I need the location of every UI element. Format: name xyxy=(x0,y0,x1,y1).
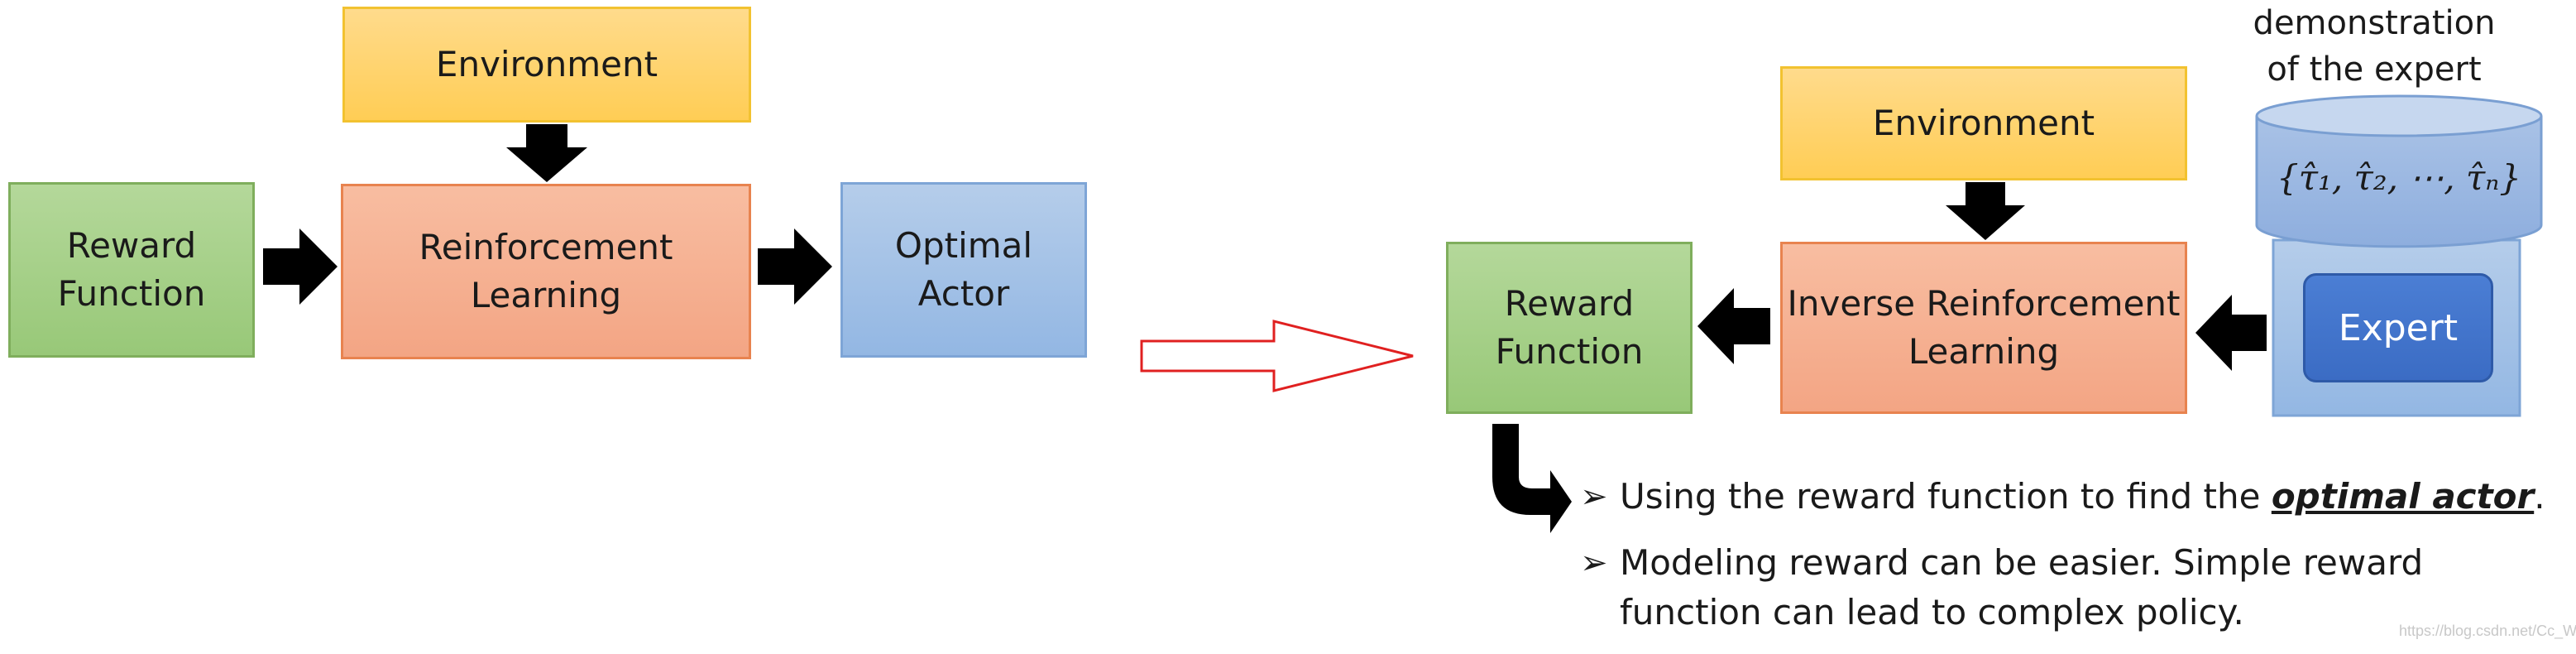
reinforcement-learning-label: Reinforcement Learning xyxy=(419,227,673,315)
left-environment-label: Environment xyxy=(435,44,658,84)
demonstration-label: demonstration of the expert xyxy=(2253,4,2496,89)
transition-arrow xyxy=(1140,320,1414,392)
inverse-rl-box: Inverse Reinforcement Learning xyxy=(1780,242,2187,414)
bullet-item-2: ➢ Modeling reward can be easier. Simple … xyxy=(1580,538,2545,637)
arrow-irl-to-reward xyxy=(1697,288,1770,364)
bullet-1-suffix: . xyxy=(2534,476,2545,517)
bullet-arrow-icon: ➢ xyxy=(1580,544,1608,582)
bullet-arrow-icon: ➢ xyxy=(1580,478,1608,516)
expert-button: Expert xyxy=(2303,273,2493,382)
trajectories-label: {τ̂₁, τ̂₂, ⋯, τ̂ₙ} xyxy=(2277,157,2521,198)
arrow-rl-to-actor xyxy=(758,228,832,305)
arrow-env-to-irl xyxy=(1946,182,2025,240)
bullet-item-1: ➢ Using the reward function to find the … xyxy=(1580,472,2545,522)
optimal-actor-label: Optimal Actor xyxy=(894,225,1033,314)
curved-arrow xyxy=(1492,424,1572,533)
expert-label: Expert xyxy=(2338,306,2459,349)
left-reward-function-label: Reward Function xyxy=(57,225,206,314)
left-environment-box: Environment xyxy=(342,7,751,123)
left-reward-function-box: Reward Function xyxy=(8,182,255,358)
bullet-list: ➢ Using the reward function to find the … xyxy=(1580,472,2545,654)
arrow-env-to-rl xyxy=(506,124,587,182)
right-environment-label: Environment xyxy=(1872,103,2095,143)
reinforcement-learning-box: Reinforcement Learning xyxy=(341,184,751,359)
right-reward-function-label: Reward Function xyxy=(1495,283,1644,372)
arrow-expert-to-irl xyxy=(2195,295,2267,371)
optimal-actor-box: Optimal Actor xyxy=(840,182,1087,358)
inverse-rl-label: Inverse Reinforcement Learning xyxy=(1787,283,2181,372)
database-cylinder xyxy=(2255,94,2543,248)
right-reward-function-box: Reward Function xyxy=(1446,242,1693,414)
watermark: https://blog.csdn.net/Cc_Wan xyxy=(2399,623,2576,639)
right-environment-box: Environment xyxy=(1780,66,2187,180)
bullet-1-emphasis: optimal actor xyxy=(2271,476,2535,517)
bullet-1-prefix: Using the reward function to find the xyxy=(1620,476,2272,517)
bullet-text-2: Modeling reward can be easier. Simple re… xyxy=(1620,542,2424,632)
bullet-text-1: Using the reward function to find the op… xyxy=(1620,472,2545,522)
arrow-reward-to-rl xyxy=(263,228,338,305)
